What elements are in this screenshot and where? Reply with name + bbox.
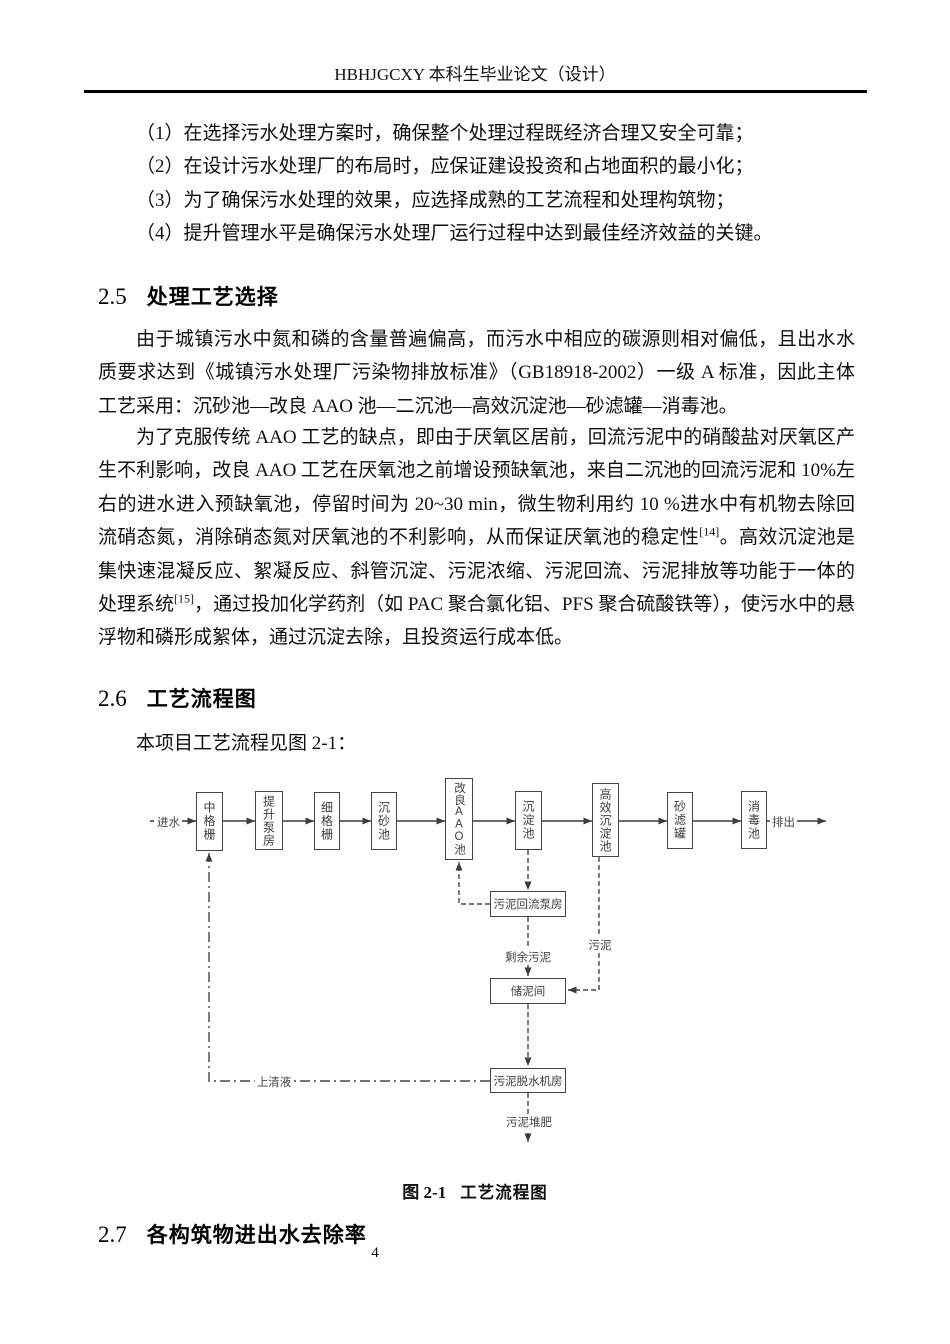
edge-label-supernatant: 上清液 xyxy=(254,1074,294,1090)
paragraph-segment: 为了克服传统 AAO 工艺的缺点，即由于厌氧区居前，回流污泥中的硝酸盐对厌氧区产… xyxy=(98,427,855,549)
figure-caption-title: 工艺流程图 xyxy=(460,1184,548,1202)
paragraph-text: 为了克服传统 AAO 工艺的缺点，即由于厌氧区居前，回流污泥中的硝酸盐对厌氧区产… xyxy=(98,421,855,655)
page-number: 4 xyxy=(371,1245,379,1261)
page-header: HBHJGCXY 本科生毕业论文（设计） xyxy=(334,65,616,84)
edge-label-outflow: 排出 xyxy=(770,814,797,830)
section-heading-2-5: 2.5 处理工艺选择 xyxy=(98,281,855,311)
process-box-coarse-screen: 中格栅 xyxy=(196,792,223,851)
process-box-high-efficiency-sedimentation-tank: 高效沉淀池 xyxy=(592,783,619,857)
edge-label-sludge-compost: 污泥堆肥 xyxy=(504,1114,554,1130)
process-box-fine-screen: 细格栅 xyxy=(314,792,340,850)
flow-lines xyxy=(150,817,826,1142)
process-box-grit-chamber: 沉砂池 xyxy=(371,792,397,850)
process-box-sand-filter: 砂滤罐 xyxy=(667,792,693,849)
edge-label-inflow: 进水 xyxy=(155,814,182,830)
figure-caption-number: 图 2-1 xyxy=(402,1183,447,1202)
paragraph-text: 由于城镇污水中氮和磷的含量普遍偏高，而污水中相应的碳源则相对偏低，且出水水质要求… xyxy=(98,329,855,417)
paragraph-2-5-1: 由于城镇污水中氮和磷的含量普遍偏高，而污水中相应的碳源则相对偏低，且出水水质要求… xyxy=(98,323,855,423)
process-box-sludge-dewatering-house: 污泥脱水机房 xyxy=(490,1068,566,1093)
paragraph-2-6: 本项目工艺流程见图 2-1： xyxy=(98,727,855,760)
figure-caption: 图 2-1 工艺流程图 xyxy=(0,1178,950,1203)
process-box-lift-pump-station: 提升泵房 xyxy=(255,791,283,850)
numbered-list: （1）在选择污水处理方案时，确保整个处理过程既经济合理又安全可靠； （2）在设计… xyxy=(98,117,855,251)
section-title: 处理工艺选择 xyxy=(146,286,279,309)
reference-mark: [15] xyxy=(174,591,195,606)
section-heading-2-7: 2.7 各构筑物进出水去除率 xyxy=(98,1219,855,1249)
header-rule xyxy=(84,90,867,93)
section-title: 工艺流程图 xyxy=(146,688,257,711)
section-heading-2-6: 2.6 工艺流程图 xyxy=(98,683,855,713)
paragraph-text: 本项目工艺流程见图 2-1： xyxy=(136,733,357,754)
list-item: （1）在选择污水处理方案时，确保整个处理过程既经济合理又安全可靠； xyxy=(136,123,754,144)
paragraph-2-5-2: 为了克服传统 AAO 工艺的缺点，即由于厌氧区居前，回流污泥中的硝酸盐对厌氧区产… xyxy=(98,421,855,655)
process-box-sludge-return-pump-house: 污泥回流泵房 xyxy=(490,891,566,917)
section-number: 2.6 xyxy=(98,686,127,711)
section-number: 2.7 xyxy=(98,1222,127,1247)
section-title: 各构筑物进出水去除率 xyxy=(146,1224,367,1247)
list-item: （3）为了确保污水处理的效果，应选择成熟的工艺流程和处理构筑物； xyxy=(136,189,735,211)
list-item: （4）提升管理水平是确保污水处理厂运行过程中达到最佳经济效益的关键。 xyxy=(136,223,773,245)
paragraph-segment: ，通过投加化学药剂（如 PAC 聚合氯化铝、PFS 聚合硫酸铁等），使污水中的悬… xyxy=(98,594,855,649)
edge-label-sludge: 污泥 xyxy=(586,937,614,953)
edge-label-surplus-sludge: 剩余污泥 xyxy=(503,949,553,965)
process-box-sedimentation-tank: 沉淀池 xyxy=(515,791,542,850)
process-box-improved-aao-tank: 改良AAO池 xyxy=(445,778,473,860)
paragraph-segment: 。高效沉淀池是集快速混凝反应、絮凝反应、斜管沉淀、污泥浓缩、污泥回流、污泥排放等… xyxy=(98,527,855,616)
list-item: （2）在设计污水处理厂的布局时，应保证建设投资和占地面积的最小化； xyxy=(136,156,754,178)
process-box-sludge-storage-room: 储泥间 xyxy=(490,978,566,1004)
reference-mark: [14] xyxy=(699,524,720,539)
section-number: 2.5 xyxy=(98,284,127,309)
process-flow-diagram: 中格栅 提升泵房 细格栅 沉砂池 改良AAO池 沉淀池 高效沉淀池 砂滤罐 消毒… xyxy=(0,770,950,1160)
process-box-disinfection-tank: 消毒池 xyxy=(741,791,767,849)
